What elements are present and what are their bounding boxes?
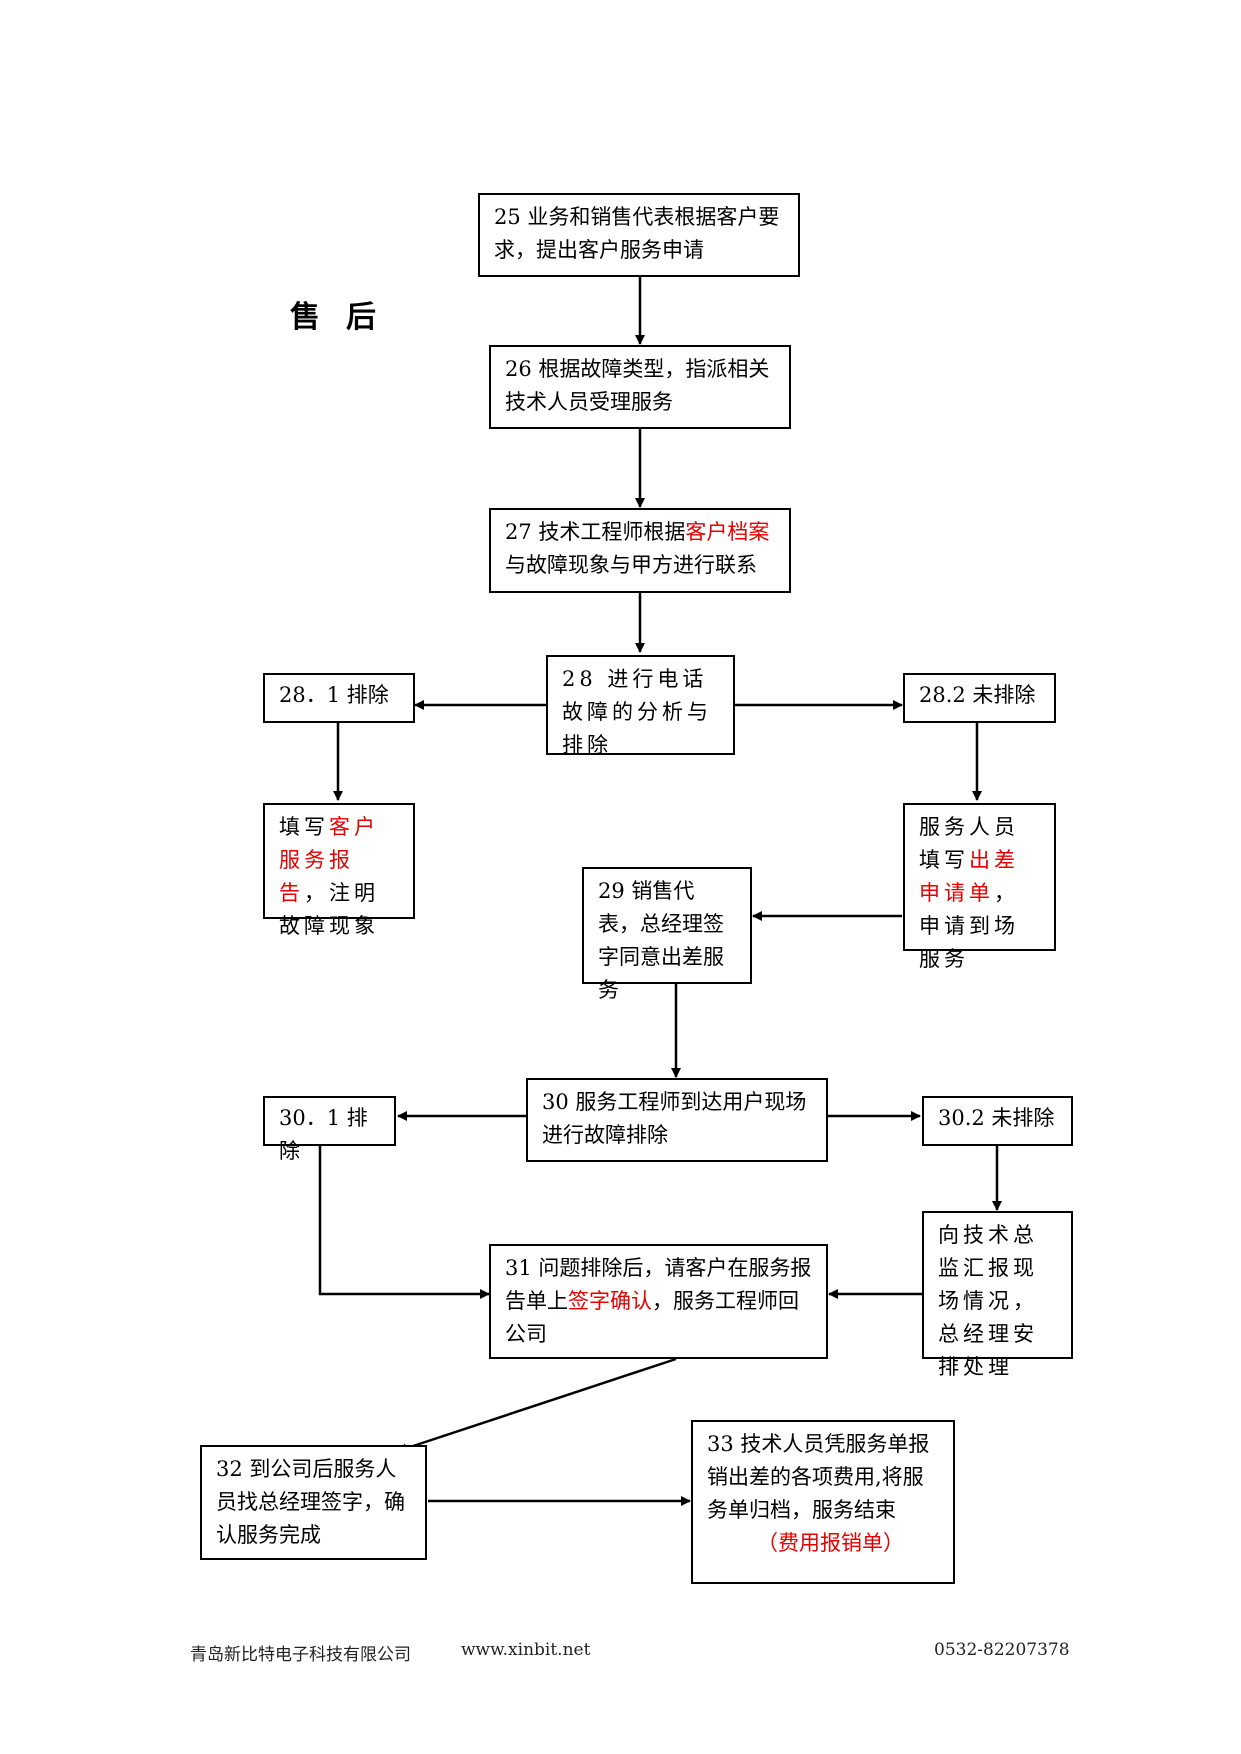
node-fill-service-report: 填写客户服务报告，注明故障现象 <box>263 803 415 938</box>
node-fill-trip-request: 服务人员填写出差申请单，申请到场服务 <box>903 803 1056 971</box>
node-33-expense-reimburse: 33 技术人员凭服务单报销出差的各项费用,将服务单归档，服务结束 （费用报销单） <box>691 1420 955 1584</box>
node-26-assign-technician: 26 根据故障类型，指派相关技术人员受理服务 <box>489 345 791 429</box>
node-28-1-resolved: 28．1 排除 <box>263 673 415 723</box>
node-25-service-request: 25 业务和销售代表根据客户要求，提出客户服务申请 <box>478 193 800 277</box>
page-title: 售后 <box>290 300 402 335</box>
node-30-onsite-repair: 30 服务工程师到达用户现场进行故障排除 <box>526 1078 828 1162</box>
node-32-gm-sign: 32 到公司后服务人员找总经理签字，确认服务完成 <box>200 1445 427 1560</box>
node-report-to-director: 向技术总监汇报现场情况，总经理安排处理 <box>922 1211 1073 1379</box>
node-28-2-unresolved: 28.2 未排除 <box>903 673 1056 723</box>
node-28-phone-diagnosis: 28 进行电话故障的分析与排除 <box>546 655 735 757</box>
footer-company: 青岛新比特电子科技有限公司 <box>190 1645 411 1665</box>
footer-phone: 0532-82207378 <box>934 1640 1070 1660</box>
link-expense-form: （费用报销单） <box>757 1531 904 1555</box>
node-30-2-unresolved: 30.2 未排除 <box>922 1096 1073 1146</box>
arrow-31-32 <box>397 1357 677 1453</box>
node-30-1-resolved: 30．1 排除 <box>263 1096 396 1163</box>
link-trip-request-form: 出差申请单 <box>919 848 1019 905</box>
link-signature-confirm: 签字确认 <box>568 1289 652 1313</box>
arrow-30-1-31 <box>318 1144 490 1299</box>
footer-website: www.xinbit.net <box>461 1640 591 1660</box>
node-31-customer-sign: 31 问题排除后，请客户在服务报告单上签字确认，服务工程师回公司 <box>489 1244 828 1359</box>
link-service-report: 客户服务报告 <box>279 815 379 905</box>
node-29-approve-trip: 29 销售代表，总经理签字同意出差服务 <box>582 867 752 1002</box>
link-customer-file: 客户档案 <box>685 520 770 544</box>
node-27-contact-customer: 27 技术工程师根据客户档案与故障现象与甲方进行联系 <box>489 508 791 593</box>
